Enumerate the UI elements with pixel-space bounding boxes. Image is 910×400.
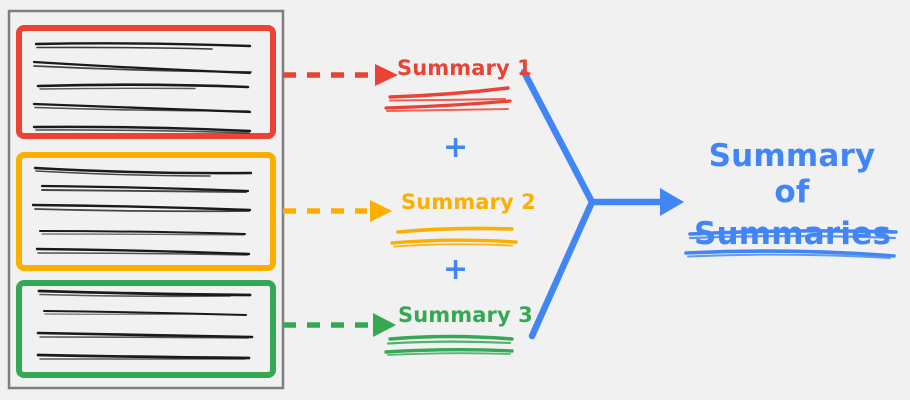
final-summary-line-2: Summaries: [694, 216, 892, 252]
summary-1-squiggles: [384, 86, 512, 112]
plus-operator-1: +: [443, 130, 469, 165]
summary-2-label: Summary 2: [401, 190, 536, 214]
documents-container: [7, 9, 285, 390]
document-green-text-lines: [36, 289, 254, 360]
final-summary-line-1: Summary of: [708, 138, 876, 210]
document-red-text-lines: [32, 42, 252, 134]
summary-3-squiggles: [384, 334, 514, 356]
document-yellow[interactable]: [16, 152, 276, 271]
summary-3-label: Summary 3: [398, 303, 533, 327]
document-green[interactable]: [16, 280, 276, 378]
arrow-doc-yellow-to-summary-2: [283, 200, 392, 222]
plus-operator-2: +: [443, 252, 469, 287]
merge-connector: [520, 68, 684, 340]
summary-1-label: Summary 1: [397, 56, 532, 80]
document-red[interactable]: [16, 25, 276, 139]
final-summary-title: Summary of Summaries: [694, 138, 892, 252]
final-summary-squiggles: [684, 229, 898, 259]
document-yellow-text-lines: [31, 166, 253, 256]
summary-2-squiggles: [390, 226, 518, 248]
arrow-doc-red-to-summary-1: [283, 64, 398, 86]
arrow-doc-green-to-summary-3: [283, 313, 396, 337]
